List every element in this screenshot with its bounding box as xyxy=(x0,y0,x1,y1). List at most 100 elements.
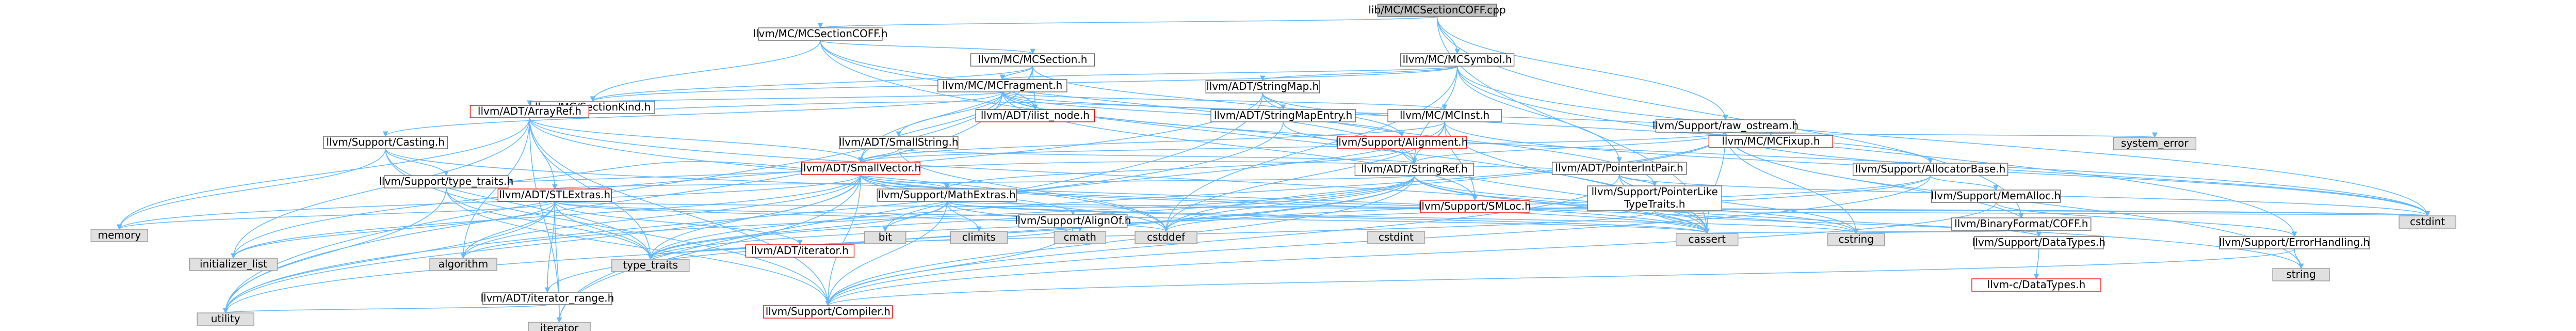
node-label-mcfixup: llvm/MC/MCFixup.h xyxy=(1722,135,1820,147)
node-pointerintpair[interactable]: llvm/ADT/PointerIntPair.h xyxy=(1551,162,1687,175)
node-casting[interactable]: llvm/Support/Casting.h xyxy=(323,136,448,149)
node-smallvector[interactable]: llvm/ADT/SmallVector.h xyxy=(800,162,921,175)
node-label-stlextras: llvm/ADT/STLExtras.h xyxy=(499,188,611,201)
edge-casting-to-memory xyxy=(117,148,386,230)
node-mathextras[interactable]: llvm/Support/MathExtras.h xyxy=(877,188,1017,202)
edge-smallvector-to-utility xyxy=(223,174,862,314)
node-box-alignment xyxy=(1337,136,1467,149)
edge-casting-to-compiler xyxy=(385,148,831,307)
node-utilsh[interactable]: llvm/Support/SMLoc.h xyxy=(1419,200,1531,213)
node-errorhandling[interactable]: llvm/Support/ErrorHandling.h xyxy=(2219,236,2370,249)
node-mcfragment[interactable]: llvm/MC/MCFragment.h xyxy=(937,79,1067,92)
node-ilistnode[interactable]: llvm/ADT/ilist_node.h xyxy=(975,109,1095,122)
node-box-cassert xyxy=(1675,233,1739,246)
edge-pointerintpair-to-pointerliketypetraits xyxy=(1618,174,1658,187)
node-label-type_traits: type_traits xyxy=(623,259,678,271)
edge-arrayref-to-initializer_list xyxy=(231,117,530,259)
node-label-stringmapentry: llvm/ADT/StringMapEntry.h xyxy=(1214,109,1353,121)
node-mcfixup[interactable]: llvm/MC/MCFixup.h xyxy=(1708,135,1834,148)
node-layer: lib/MC/MCSectionCOFF.cpp llvm/MC/MCSectio… xyxy=(90,4,2456,331)
node-box-mcsectioncoff xyxy=(758,27,883,41)
node-box-climits xyxy=(950,231,1008,244)
edge-mcsymbol-to-stringmap xyxy=(1260,66,1458,82)
node-box-cstdint xyxy=(2399,215,2456,229)
node-iterator_h[interactable]: llvm/ADT/iterator.h xyxy=(745,244,855,258)
node-label-cstdint_mid: cstdint xyxy=(1379,231,1414,243)
node-stlextras[interactable]: llvm/ADT/STLExtras.h xyxy=(497,188,612,202)
edge-pointerliketypetraits-to-cassert xyxy=(1654,210,1710,234)
edge-coff-to-datatypes xyxy=(2021,230,2042,238)
node-box-mathextras xyxy=(877,188,1017,202)
node-label-allocatorbase: llvm/Support/AllocatorBase.h xyxy=(1855,163,2005,175)
edge-smallvector-to-typetraits_llvm xyxy=(507,161,802,184)
node-iterator_range[interactable]: llvm/ADT/iterator_range.h xyxy=(480,292,614,305)
edge-smallvector-to-compiler xyxy=(825,174,862,307)
node-stringref[interactable]: llvm/ADT/StringRef.h xyxy=(1354,163,1475,176)
node-alignof[interactable]: llvm/Support/AlignOf.h xyxy=(1015,214,1131,228)
node-rawostream[interactable]: llvm/Support/raw_ostream.h xyxy=(1652,119,1799,133)
edge-arrayref-to-smallvector xyxy=(529,117,864,163)
node-mcsymbol[interactable]: llvm/MC/MCSymbol.h xyxy=(1400,53,1515,67)
node-box-mcsection xyxy=(970,53,1095,67)
node-label-mcfragment: llvm/MC/MCFragment.h xyxy=(942,79,1062,91)
node-typetraits_llvm[interactable]: llvm/Support/type_traits.h xyxy=(379,175,513,188)
node-datatypes[interactable]: llvm/Support/DataTypes.h xyxy=(1972,236,2105,249)
node-label-cstddef: cstddef xyxy=(1147,231,1186,243)
node-box-compiler xyxy=(763,305,893,319)
node-memory: memory xyxy=(90,229,149,242)
node-box-stringmap xyxy=(1205,80,1320,93)
node-allocatorbase[interactable]: llvm/Support/AllocatorBase.h xyxy=(1852,163,2008,176)
node-label-cstring: cstring xyxy=(1838,233,1873,245)
edge-memalloc-to-errorhandling xyxy=(1995,202,2297,238)
edge-allocatorbase-to-type_traits xyxy=(647,175,1931,260)
edge-mathextras-to-cassert xyxy=(946,201,1710,234)
node-compiler[interactable]: llvm/Support/Compiler.h xyxy=(763,305,893,319)
node-box-iterator_h xyxy=(745,244,855,258)
edge-rawostream-to-cstddef xyxy=(1163,132,1726,232)
node-stringmap[interactable]: llvm/ADT/StringMap.h xyxy=(1205,80,1320,93)
node-label-memory: memory xyxy=(98,229,141,241)
node-box-pointerliketypetraits xyxy=(1587,185,1722,211)
node-box-root xyxy=(1377,4,1497,17)
node-mcsection[interactable]: llvm/MC/MCSection.h xyxy=(970,53,1095,67)
node-label-pointerintpair: llvm/ADT/PointerIntPair.h xyxy=(1555,162,1683,174)
node-box-cstdint_mid xyxy=(1367,231,1425,244)
edge-pointerintpair-to-typetraits_llvm xyxy=(507,161,1552,184)
edge-mcsymbol-to-errorhandling xyxy=(1456,66,2297,238)
node-box-mcfragment xyxy=(937,79,1067,92)
node-box-systemerror xyxy=(2113,137,2197,150)
node-memalloc[interactable]: llvm/Support/MemAlloc.h xyxy=(1931,190,2061,203)
node-box-alignof xyxy=(1018,214,1128,228)
node-coff[interactable]: llvm/BinaryFormat/COFF.h xyxy=(1951,217,2092,231)
node-alignment[interactable]: llvm/Support/Alignment.h xyxy=(1336,136,1468,149)
node-mcsectioncoff[interactable]: llvm/MC/MCSectionCOFF.h xyxy=(753,27,888,41)
edge-stringref-to-algorithm xyxy=(460,175,1415,259)
node-arrayref[interactable]: llvm/ADT/ArrayRef.h xyxy=(469,105,590,118)
node-box-utilsh xyxy=(1420,200,1530,213)
edge-typetraits_llvm-to-type_traits xyxy=(446,187,653,260)
edge-smallvector-to-mathextras xyxy=(860,174,950,190)
node-label-cdatatypes: llvm-c/DataTypes.h xyxy=(1987,278,2086,291)
node-box-algorithm xyxy=(429,258,497,271)
node-label-iterator_range: llvm/ADT/iterator_range.h xyxy=(480,292,614,304)
node-box-mcinst xyxy=(1387,109,1502,122)
edge-pointerliketypetraits-to-cstdint xyxy=(1654,210,2429,217)
node-iterator: iterator xyxy=(528,322,591,331)
node-stringmapentry[interactable]: llvm/ADT/StringMapEntry.h xyxy=(1210,109,1356,122)
node-mcinst[interactable]: llvm/MC/MCInst.h xyxy=(1387,109,1502,122)
node-cstddef: cstddef xyxy=(1135,231,1197,244)
edge-mathextras-to-cstring xyxy=(946,201,1859,234)
node-box-smallstring xyxy=(839,136,959,149)
edge-arrayref-to-memory xyxy=(117,117,530,230)
edge-casting-to-typetraits_llvm xyxy=(385,148,449,177)
node-label-mcsectioncoff: llvm/MC/MCSectionCOFF.h xyxy=(753,27,887,40)
node-root[interactable]: lib/MC/MCSectionCOFF.cpp xyxy=(1368,4,1506,17)
node-box-mcsymbol xyxy=(1400,53,1515,67)
node-box-memalloc xyxy=(1931,190,2061,203)
edge-mcfragment-to-casting xyxy=(383,91,1003,137)
node-smallstring[interactable]: llvm/ADT/SmallString.h xyxy=(839,136,959,149)
node-cdatatypes[interactable]: llvm-c/DataTypes.h xyxy=(1971,278,2101,292)
node-label-mcinst: llvm/MC/MCInst.h xyxy=(1400,109,1489,121)
edge-stringmap-to-initializer_list xyxy=(231,92,1263,259)
